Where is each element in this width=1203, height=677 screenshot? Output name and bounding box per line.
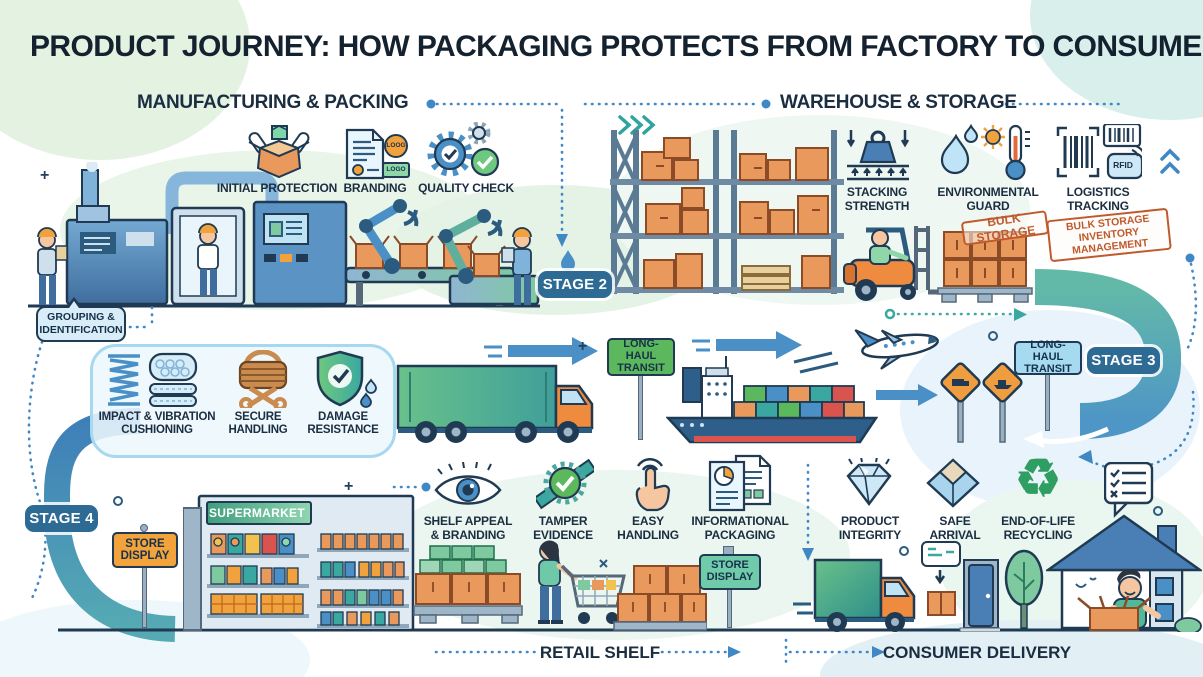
footer-label-consumer-delivery: CONSUMER DELIVERY (882, 643, 1072, 662)
tap-hand-icon (635, 457, 671, 512)
info-documents-icon (708, 454, 772, 512)
store-display-sign-green: STORE DISPLAY (699, 554, 761, 590)
logo-badge-top-text: LOOG (386, 142, 406, 149)
gear-check-icon (427, 122, 500, 177)
page-title: PRODUCT JOURNEY: HOW PACKAGING PROTECTS … (30, 30, 1203, 63)
plus-mark: + (578, 338, 588, 355)
feature-label-shelf-appeal: SHELF APPEAL & BRANDING (423, 514, 513, 542)
checklist-bubble-icon (1104, 462, 1154, 518)
supermarket-sign-text: SUPERMARKET (209, 506, 305, 520)
shield-check-icon (316, 350, 377, 408)
long-haul-transit-sign-blue: LONG-HAUL TRANSIT (1014, 339, 1082, 375)
logo-badge-bottom-text: LOGO (386, 166, 406, 173)
warehouse-rack-scene (610, 130, 844, 294)
recycling-icon: ♻ (1014, 450, 1062, 508)
logo-badge-top: LOOG (384, 134, 408, 158)
section-header-manufacturing: MANUFACTURING & PACKING (137, 92, 409, 113)
feature-label-damage-resistance: DAMAGE RESISTANCE (307, 411, 379, 437)
feature-label-informational-packaging: INFORMATIONAL PACKAGING (691, 514, 789, 542)
supermarket-scene (183, 494, 415, 632)
feature-label-secure-handling: SECURE HANDLING (228, 411, 288, 437)
robot-arm (359, 199, 419, 274)
forklift-scene (843, 226, 938, 301)
feature-label-safe-arrival: SAFE ARRIVAL (929, 514, 981, 542)
wrapped-parcel-icon (926, 458, 980, 508)
feature-label-quality-check: QUALITY CHECK (418, 181, 514, 195)
grouping-identification-callout: GROUPING & IDENTIFICATION (36, 306, 126, 342)
factory-scene (37, 162, 540, 306)
container-ship-scene (666, 356, 878, 444)
branded-document-icon (345, 128, 385, 180)
plus-mark: + (40, 167, 50, 184)
green-box-stack (419, 545, 507, 574)
orange-box-stack (617, 565, 707, 623)
barcode-rfid-icon (1056, 124, 1142, 180)
logo-badge-bottom: LOGO (382, 162, 410, 178)
ring-mark (988, 331, 998, 341)
rfid-label: RFID (1110, 160, 1136, 170)
supermarket-sign: SUPERMARKET (207, 506, 307, 520)
rfid-label-text: RFID (1113, 160, 1133, 170)
store-display-sign-orange: STORE DISPLAY (112, 532, 178, 568)
tree (1004, 549, 1044, 629)
stage-3-badge: STAGE 3 (1087, 347, 1160, 374)
shelf-products (210, 533, 405, 626)
robot-arm (439, 209, 503, 284)
airplane-scene (854, 329, 939, 370)
forklift-driver (871, 229, 889, 247)
ring-mark (113, 496, 123, 506)
retail-floor-scene (413, 540, 707, 631)
plus-mark: + (344, 478, 354, 495)
feature-label-impact-cushioning: IMPACT & VIBRATION CUSHIONING (98, 411, 216, 437)
rfid-chip-icon (1106, 152, 1142, 180)
climate-protection-icon (940, 124, 1030, 181)
spring-cushion-icon (108, 352, 198, 407)
feature-label-stacking-strength: STACKING STRENGTH (844, 185, 910, 213)
stacking-weight-icon (846, 130, 910, 181)
footer-label-retail-shelf: RETAIL SHELF (539, 643, 661, 662)
supermarket-sign-band (206, 501, 312, 525)
rope-icon (238, 350, 288, 408)
orange-box-stack (415, 573, 521, 605)
feature-label-logistics-tracking: LOGISTICS TRACKING (1066, 185, 1130, 213)
house-consumer-scene (1046, 514, 1202, 632)
stage-4-badge: STAGE 4 (25, 505, 98, 532)
feature-label-tamper-evidence: TAMPER EVIDENCE (533, 514, 593, 542)
eye-icon (434, 462, 502, 505)
cargo-truck-scene (396, 364, 594, 443)
water-drop-icon (561, 250, 575, 271)
ring-mark (899, 546, 909, 556)
open-box (1077, 595, 1151, 631)
open-box-cushioning-icon (248, 125, 310, 179)
feature-label-product-integrity: PRODUCT INTEGRITY (838, 514, 902, 542)
doorstep-delivery-scene (921, 541, 1000, 632)
delivery-truck-scene (793, 558, 916, 632)
ring-mark (1153, 506, 1163, 516)
stage-2-badge: STAGE 2 (538, 271, 612, 298)
feature-label-branding: BRANDING (343, 181, 407, 195)
stored-boxes (641, 137, 831, 289)
seal-check-icon (536, 458, 594, 510)
shopper (538, 540, 578, 624)
road-signs-scene (940, 362, 1023, 443)
feature-label-environmental-guard: ENVIRONMENTAL GUARD (937, 185, 1039, 213)
containers (733, 385, 865, 419)
factory-worker (501, 227, 532, 305)
shopping-cart (560, 564, 626, 624)
long-haul-transit-sign-green: LONG-HAUL TRANSIT (607, 338, 675, 376)
feature-label-recycling: END-OF-LIFE RECYCLING (1001, 514, 1075, 542)
section-header-warehouse: WAREHOUSE & STORAGE (780, 92, 1017, 113)
factory-worker (37, 227, 68, 305)
diamond-icon (846, 458, 892, 506)
chevrons-up-icon (1160, 148, 1180, 174)
feature-label-initial-protection: INITIAL PROTECTION (216, 181, 338, 195)
feature-label-easy-handling: EASY HANDLING (617, 514, 679, 542)
